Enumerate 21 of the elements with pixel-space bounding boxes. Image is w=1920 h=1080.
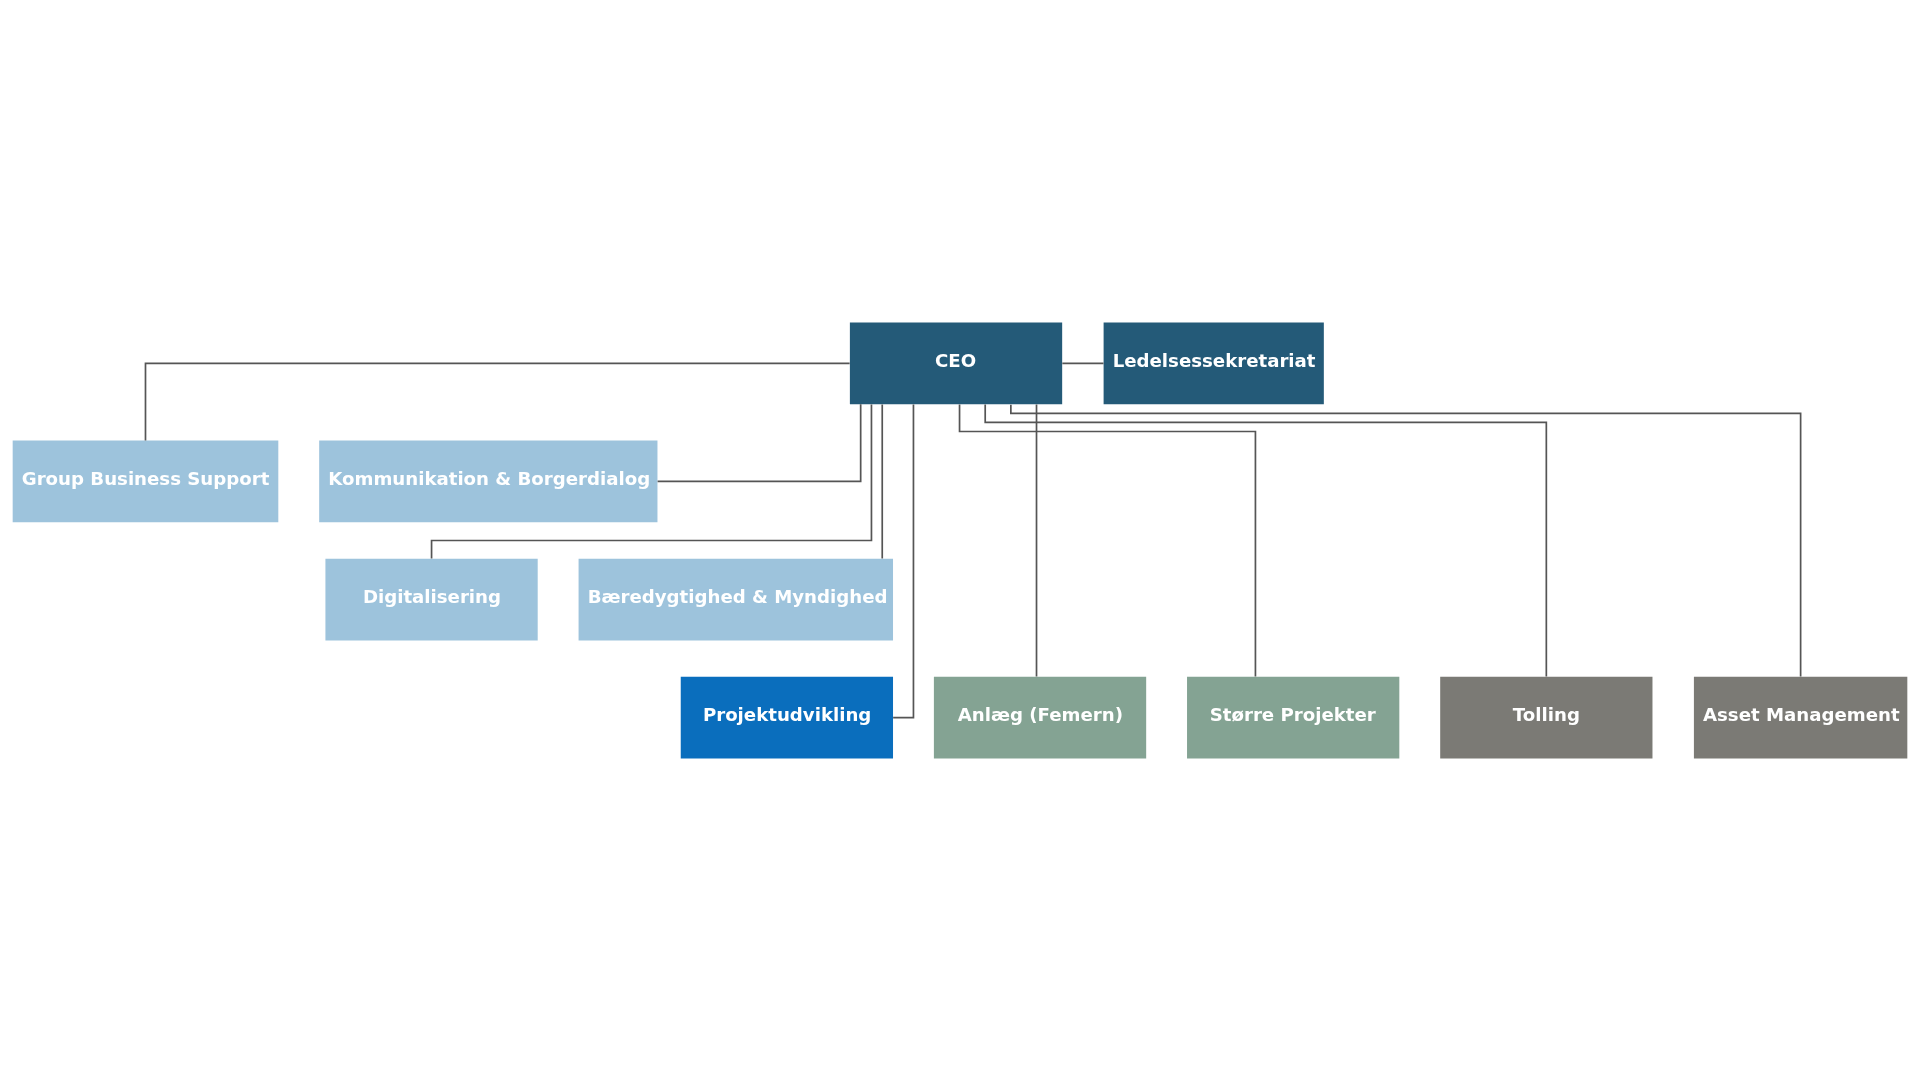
node-box: Projektudvikling <box>680 676 893 758</box>
connector <box>144 362 851 441</box>
node-box: Group Business Support <box>12 440 279 522</box>
connector <box>430 403 873 559</box>
node-box: Større Projekter <box>1187 676 1400 758</box>
node-box: Ledelsessekretariat <box>1103 322 1324 404</box>
connector <box>1035 403 1038 677</box>
node-box: CEO <box>849 322 1063 404</box>
node-box: Tolling <box>1440 676 1653 758</box>
connector <box>984 403 1548 677</box>
node-box: Digitalisering <box>325 558 538 640</box>
connector <box>1061 362 1105 364</box>
node-box: Asset Management <box>1693 676 1908 758</box>
node-box: Kommunikation & Borgerdialog <box>319 440 658 522</box>
node-box: Bæredygtighed & Myndighed <box>578 558 893 640</box>
connector <box>881 403 884 559</box>
connector <box>656 403 862 482</box>
connector <box>1010 403 1802 677</box>
connector <box>958 403 1257 677</box>
connector <box>892 403 915 718</box>
node-box: Anlæg (Femern) <box>933 676 1147 758</box>
